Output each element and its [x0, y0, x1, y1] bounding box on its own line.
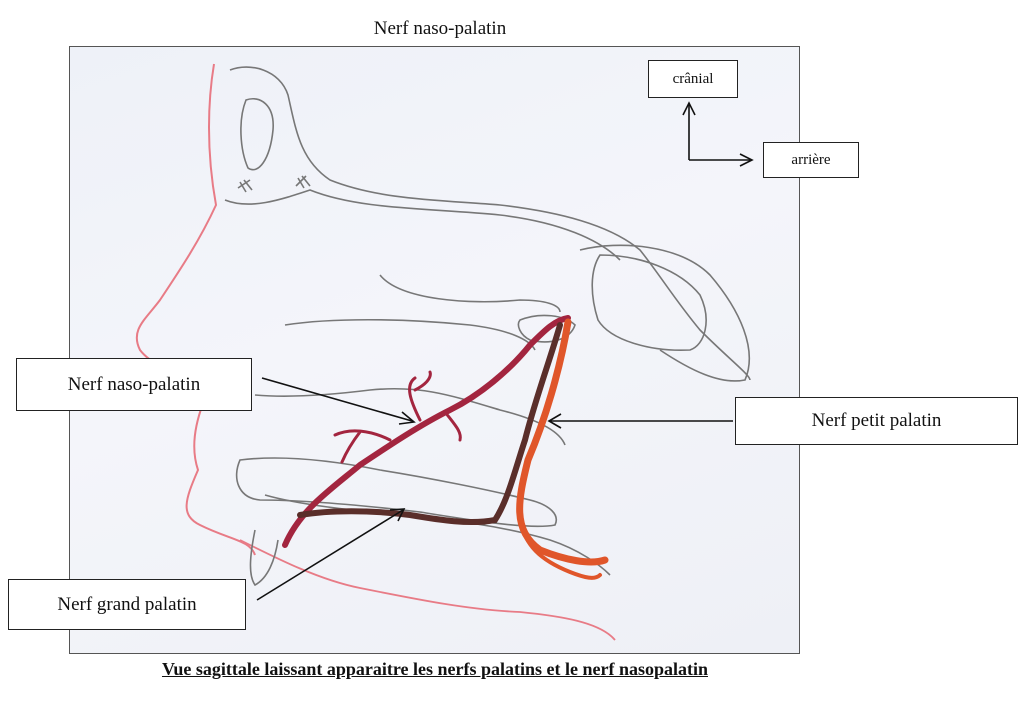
figure-title: Nerf naso-palatin: [373, 18, 507, 39]
petit-palatin-nerve-end: [518, 518, 602, 580]
naso-palatin-arrowhead: [398, 411, 416, 425]
frontal-sinus-outline: [240, 98, 274, 171]
crest-mark-1: [237, 179, 253, 193]
naso-palatin-branch-2: [333, 429, 392, 464]
cranial-arrow-head: [682, 101, 696, 116]
naso-palatin-leader: [261, 377, 413, 422]
middle-concha: [379, 274, 561, 313]
naso-palatin-branch-3: [443, 410, 462, 442]
sphenoid-outer-outline: [579, 244, 751, 382]
incisor-outline: [249, 529, 279, 587]
grand-palatin-arrowhead: [389, 508, 406, 522]
petit-palatin-label: Nerf petit palatin: [735, 397, 1018, 445]
grand-palatin-nerve: [297, 322, 563, 526]
posterior-arrow-head: [739, 153, 754, 167]
naso-palatin-label: Nerf naso-palatin: [16, 358, 252, 411]
grand-palatin-label: Nerf grand palatin: [8, 579, 246, 630]
frontal-bone-outline: [229, 66, 751, 381]
petit-palatin-nerve: [516, 318, 609, 566]
sphenoid-sinus-outline: [591, 254, 707, 352]
figure-caption: Vue sagittale laissant apparaitre les ne…: [161, 659, 708, 679]
nasal-bone-outline: [224, 189, 621, 261]
cranial-label: crânial: [648, 60, 738, 98]
petit-palatin-arrowhead: [547, 413, 562, 429]
naso-palatin-branch-1: [408, 370, 432, 422]
lower-lip-line: [239, 539, 616, 641]
grand-palatin-leader: [256, 509, 404, 601]
inferior-concha: [284, 318, 536, 351]
posterior-label: arrière: [763, 142, 859, 178]
palate-plate: [235, 457, 557, 528]
crest-mark-2: [295, 175, 311, 189]
